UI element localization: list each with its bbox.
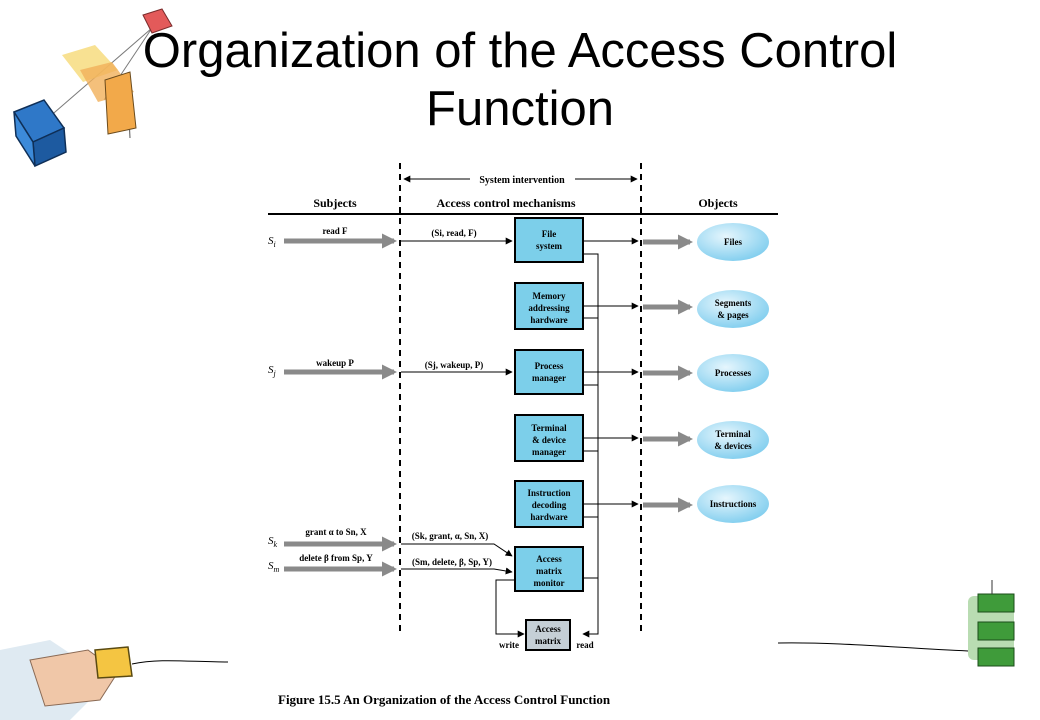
subject-si-label: Si [268,235,276,249]
slide-title-line-2: Function [426,82,614,136]
intervention-label: System intervention [479,175,565,186]
mech-3-line2: & device [532,435,566,445]
access-matrix-box [525,619,571,651]
mech-5-line3: monitor [534,578,565,588]
matrix-line2: matrix [535,636,561,646]
mechanism-instruction-hardware [514,480,584,528]
mech-4-line2: decoding [532,500,567,510]
mech-2-line2: manager [532,373,566,383]
slide-title: Organization of the Access Control Funct… [0,22,1040,138]
op-wakeup: wakeup P [316,358,354,368]
object-1-line1: Segments [715,298,752,308]
write-path-line [495,579,525,638]
read-bus-line [582,253,599,638]
mechanism-boxes [514,217,584,592]
blocks-clipart-right [777,580,1015,667]
mech-5-line2: matrix [536,566,562,576]
matrix-line1: Access [535,624,561,634]
matrix-read-label: read [576,640,593,650]
op-grant: grant α to Sn, X [305,527,367,537]
mech-0-line1: File [542,229,557,239]
mech-4-line3: hardware [530,512,567,522]
access-control-diagram: System intervention Subjects Access cont… [268,163,778,707]
object-files [697,223,769,261]
request-label-grant: (Sk, grant, α, Sn, X) [412,531,489,541]
mech-4-line1: Instruction [527,488,570,498]
object-2-line1: Processes [715,368,752,378]
mechanism-memory-hardware [514,282,584,330]
subject-sj-label: Sj [268,364,277,378]
request-label-read: (Si, read, F) [431,228,476,238]
mech-1-line3: hardware [530,315,567,325]
op-read: read F [322,226,348,236]
mech-5-line1: Access [536,554,562,564]
object-terminal-devices [697,421,769,459]
request-arrow-grant [401,543,513,557]
object-4-line1: Instructions [710,499,757,509]
mech-0-line2: system [536,241,562,251]
mechanism-process-manager [514,349,584,395]
mech-1-line2: addressing [528,303,570,313]
matrix-write-label: write [499,640,519,650]
mechanism-access-matrix-monitor [514,546,584,592]
object-3-line1: Terminal [715,429,751,439]
object-segments-pages [697,290,769,328]
header-subjects: Subjects [313,196,357,210]
mech-3-line3: manager [532,447,566,457]
header-objects: Objects [698,196,738,210]
object-processes [697,354,769,392]
request-label-delete: (Sm, delete, β, Sp, Y) [412,557,492,567]
mech-2-line1: Process [535,361,564,371]
op-delete: delete β from Sp, Y [299,553,373,563]
object-0-line1: Files [724,237,742,247]
hand-clipart-bottom-left [0,640,229,720]
subject-sm-label: Sm [268,560,280,574]
request-label-wakeup: (Sj, wakeup, P) [425,360,484,370]
object-1-line2: & pages [717,310,749,320]
mech-1-line1: Memory [533,291,566,301]
object-3-line2: & devices [714,441,752,451]
cube-clipart-top-left [12,8,173,168]
request-arrow-delete [401,567,513,575]
mechanism-file-system [514,217,584,263]
object-instructions [697,485,769,523]
header-mechanisms: Access control mechanisms [436,196,575,210]
subject-sk-label: Sk [268,535,278,549]
mech-3-line1: Terminal [531,423,567,433]
figure-caption: Figure 15.5 An Organization of the Acces… [278,692,611,707]
slide-title-line-1: Organization of the Access Control [142,24,898,78]
